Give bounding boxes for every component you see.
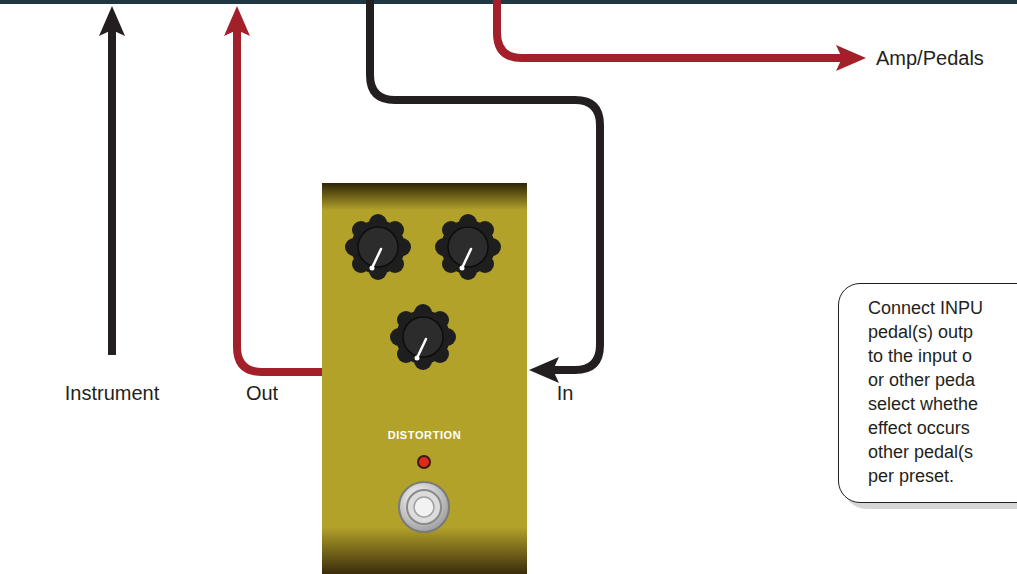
arrow-head [224, 6, 250, 36]
arrow-head [529, 357, 559, 383]
footswitch [399, 482, 449, 532]
footswitch-cap [407, 490, 441, 524]
callout-box: Connect INPU pedal(s) outp to the input … [838, 283, 1017, 503]
pedal-body [322, 183, 527, 574]
device-edge [0, 0, 1017, 4]
instrument-wire [108, 30, 116, 355]
signal-label: Amp/Pedals [876, 46, 984, 70]
footswitch-center [414, 497, 434, 517]
pedal-box: DISTORTION [322, 183, 527, 574]
arrow-head [836, 45, 866, 71]
node-text: Connect INPU pedal(s) outp to the input … [868, 296, 988, 488]
knob [390, 304, 456, 370]
knob [345, 214, 411, 280]
arrow-head [99, 6, 125, 36]
out-wire [237, 30, 324, 372]
signal-label: Out [246, 381, 278, 405]
led [418, 456, 430, 468]
signal-label: Instrument [65, 381, 159, 405]
amp-wire [497, 0, 842, 58]
signal-label: In [557, 381, 574, 405]
node-text: DISTORTION [322, 428, 527, 442]
knob [435, 214, 501, 280]
